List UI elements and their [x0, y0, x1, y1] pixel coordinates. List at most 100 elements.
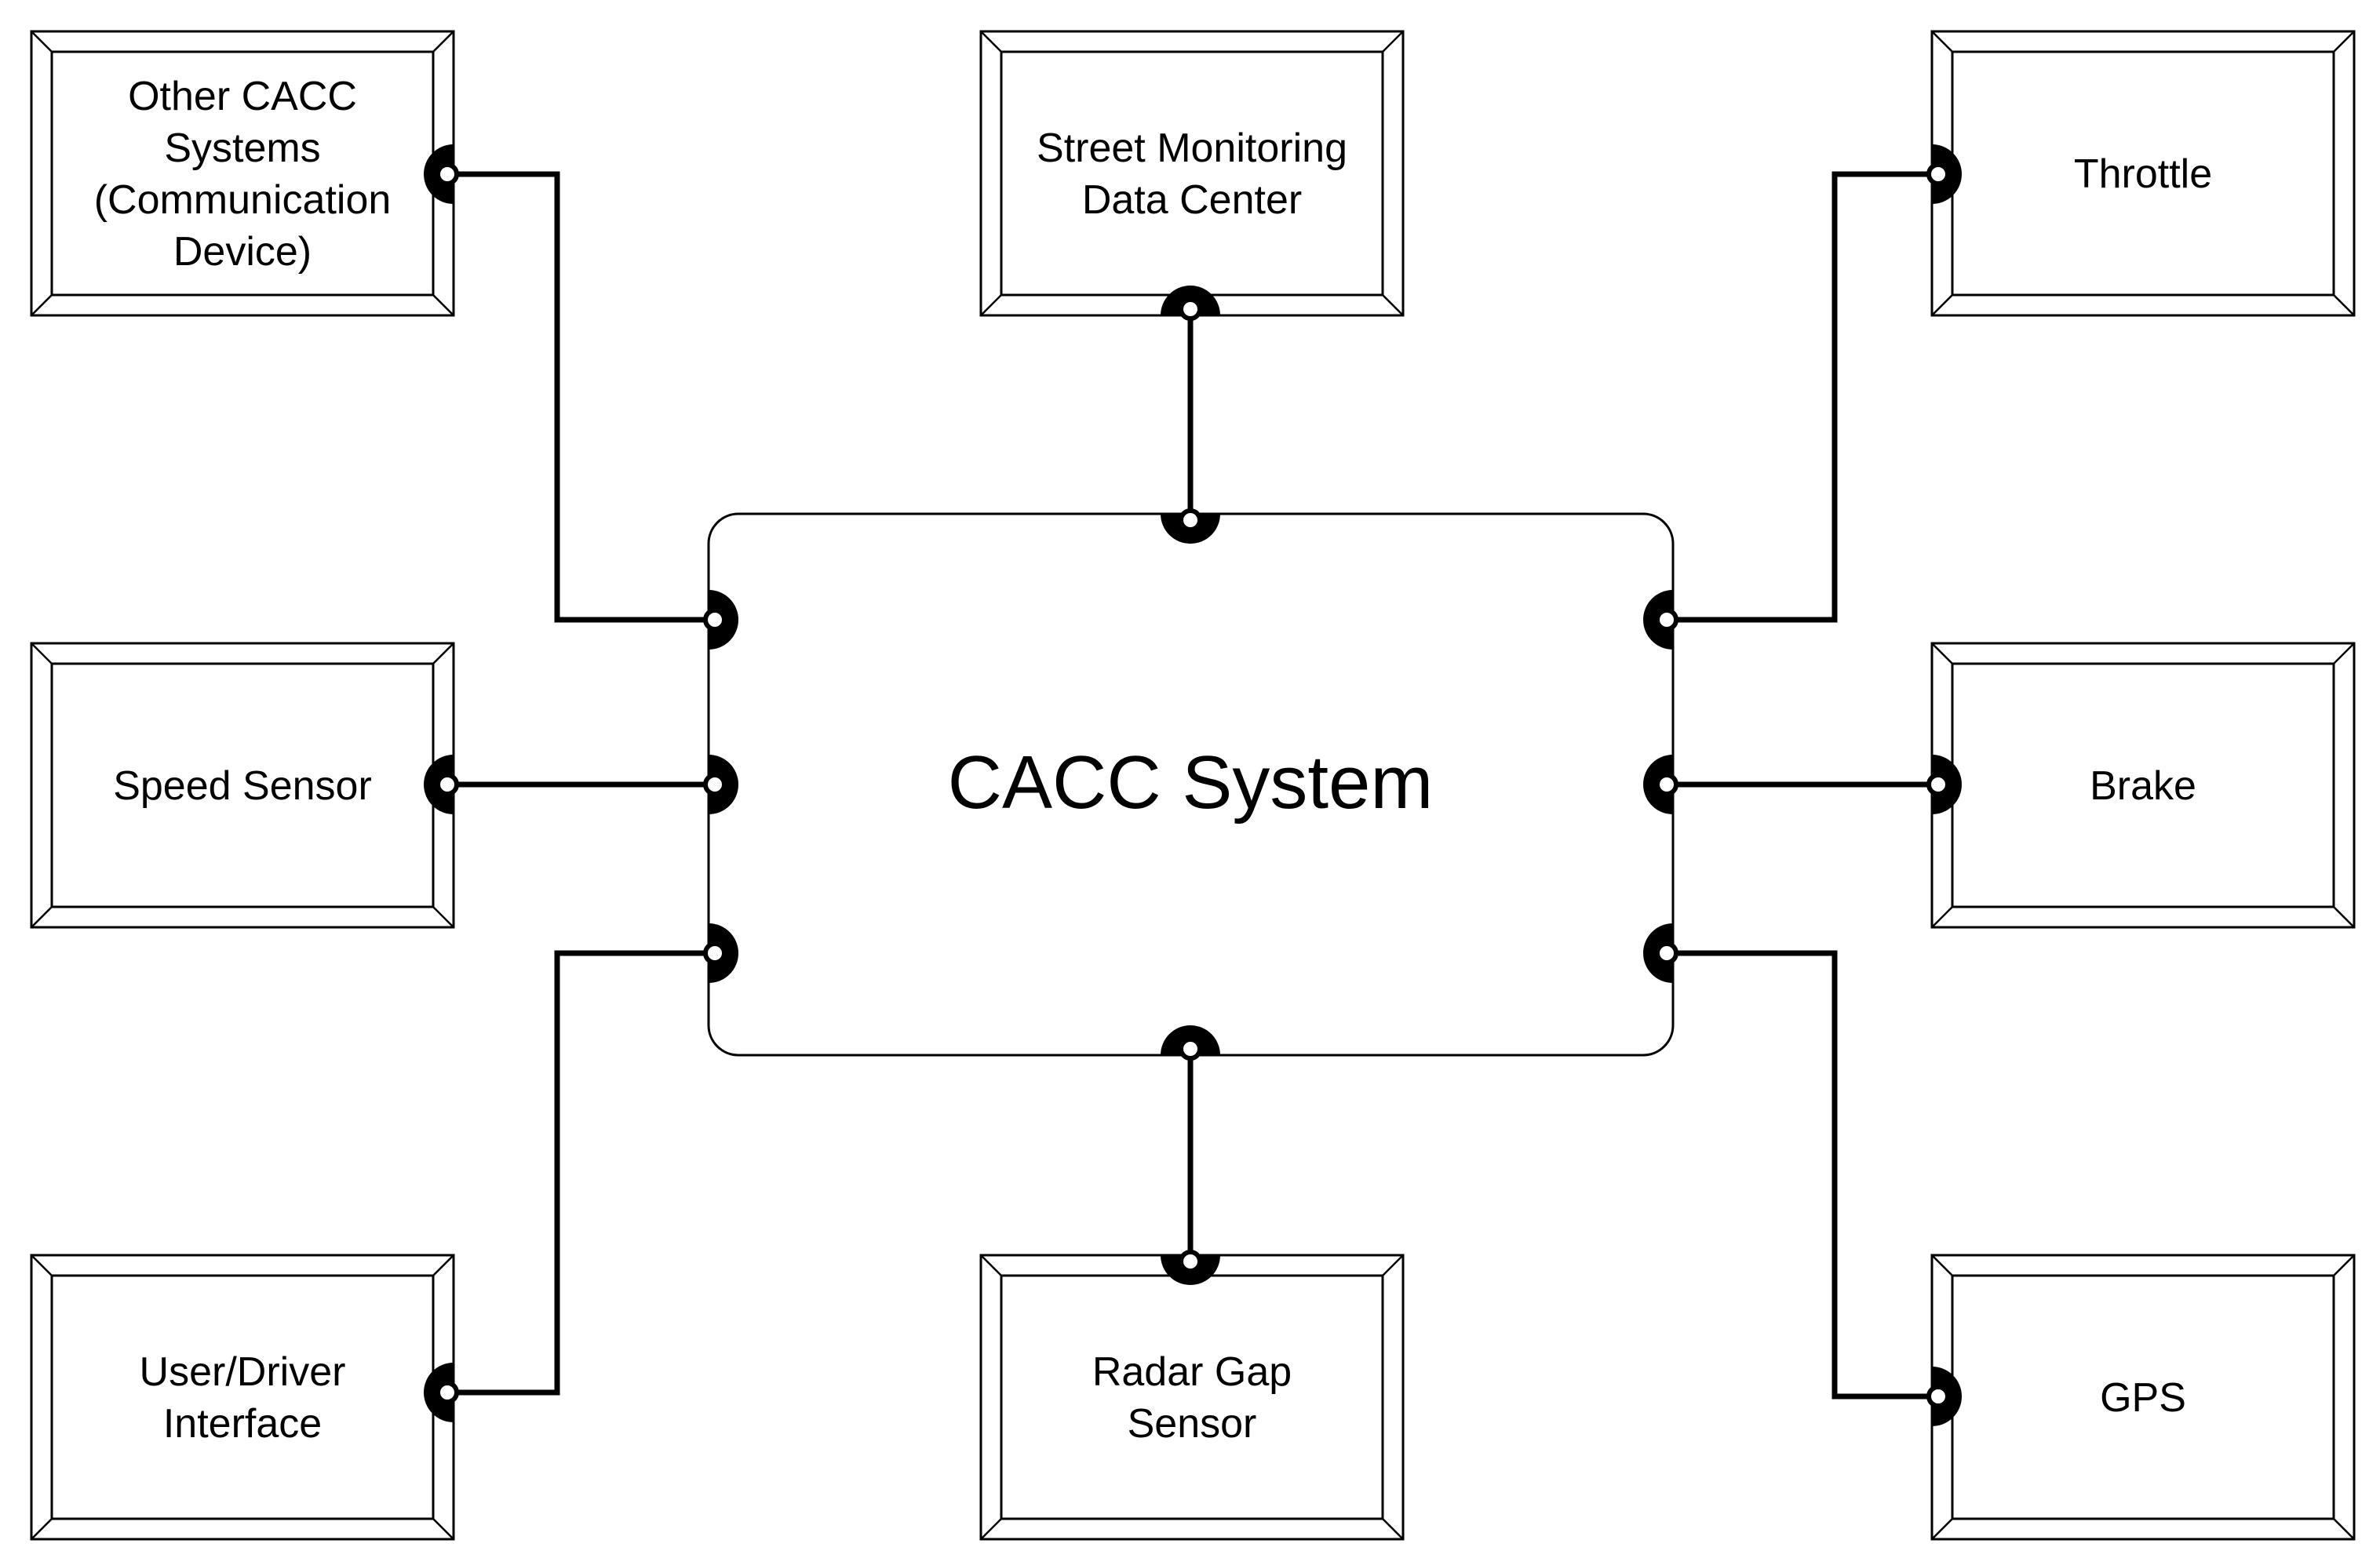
port-pin	[436, 773, 459, 796]
port-pin	[1179, 508, 1202, 532]
connector-port	[1161, 1025, 1220, 1061]
gps-box: GPS	[1930, 1254, 2356, 1541]
box-inner-frame	[1951, 1274, 2335, 1520]
box-label-line: Radar Gap	[1092, 1349, 1292, 1395]
connector-port	[703, 923, 738, 983]
box-bevel-line	[31, 31, 53, 53]
port-pin	[436, 162, 459, 186]
box-label-line: User/Driver	[140, 1349, 346, 1395]
box-bevel-line	[980, 31, 1002, 53]
box-bevel-line	[1931, 906, 1953, 928]
box-bevel-line	[1931, 1254, 1953, 1276]
connector-port	[1161, 1250, 1220, 1285]
speed-sensor-box: Speed Sensor	[30, 642, 455, 929]
box-bevel-line	[432, 1254, 454, 1276]
box-bevel-line	[2333, 1254, 2355, 1276]
port-pin	[703, 941, 727, 965]
port-pin	[1655, 941, 1678, 965]
box-label-line: Other CACC	[128, 74, 357, 119]
box-bevel-line	[2333, 642, 2355, 664]
cacc-system-block: CACC System	[707, 512, 1675, 1057]
connector-port	[1926, 1367, 1962, 1426]
box-bevel-line	[432, 31, 454, 53]
box-inner-frame	[1000, 50, 1384, 297]
port-pin	[1179, 1037, 1202, 1061]
port-pin	[1926, 1385, 1950, 1408]
connector-port	[1643, 923, 1678, 983]
connector-port	[424, 144, 459, 204]
port-pin	[1926, 773, 1950, 796]
box-bevel-line	[2333, 1518, 2355, 1540]
box-bevel-line	[432, 294, 454, 316]
cacc-system-label: CACC System	[948, 741, 1434, 825]
connector-port	[1926, 755, 1962, 814]
box-bevel-line	[1931, 31, 1953, 53]
port-pin	[1179, 297, 1202, 321]
box-bevel-line	[1382, 1254, 1404, 1276]
box-bevel-line	[31, 1518, 53, 1540]
port-pin	[1926, 162, 1950, 186]
box-bevel-line	[1382, 1518, 1404, 1540]
connection-wires	[443, 171, 1934, 1400]
box-bevel-line	[31, 906, 53, 928]
box-bevel-line	[31, 1254, 53, 1276]
connector-port	[1643, 590, 1678, 650]
connector-port	[424, 1363, 459, 1422]
port-pin	[436, 1381, 459, 1404]
connector-ports	[424, 144, 1962, 1426]
box-label-line: Systems	[164, 126, 320, 171]
wire-other-cacc	[443, 171, 714, 623]
box-bevel-line	[2333, 294, 2355, 316]
wire-throttle	[1667, 171, 1934, 623]
box-inner-frame	[1951, 50, 2335, 297]
box-bevel-line	[980, 1254, 1002, 1276]
box-bevel-line	[1931, 294, 1953, 316]
connector-port	[1161, 286, 1220, 321]
connector-port	[703, 755, 738, 814]
connector-port	[1926, 144, 1962, 204]
port-pin	[703, 773, 727, 796]
box-label-line: (Communication	[94, 177, 392, 223]
box-label-line: Street Monitoring	[1037, 126, 1347, 171]
box-label-line: Brake	[2090, 763, 2196, 809]
connector-port	[424, 755, 459, 814]
box-label-line: Data Center	[1082, 177, 1302, 223]
box-bevel-line	[980, 1518, 1002, 1540]
box-bevel-line	[432, 642, 454, 664]
wire-user-driver	[443, 950, 714, 1396]
brake-box: Brake	[1930, 642, 2356, 929]
throttle-box: Throttle	[1930, 30, 2356, 317]
connector-port	[703, 590, 738, 650]
box-label-line: Sensor	[1128, 1401, 1257, 1447]
box-bevel-line	[432, 1518, 454, 1540]
box-label-line: Throttle	[2074, 151, 2212, 197]
box-inner-frame	[1000, 1274, 1384, 1520]
box-label-line: Speed Sensor	[113, 763, 372, 809]
box-bevel-line	[1931, 642, 1953, 664]
box-label-line: Device)	[173, 229, 312, 275]
box-inner-frame	[50, 662, 435, 908]
box-label-line: GPS	[2100, 1375, 2186, 1421]
port-pin	[703, 608, 727, 632]
box-inner-frame	[1951, 662, 2335, 908]
box-bevel-line	[1382, 294, 1404, 316]
connector-port	[1643, 755, 1678, 814]
box-bevel-line	[980, 294, 1002, 316]
box-bevel-line	[31, 294, 53, 316]
port-pin	[1179, 1250, 1202, 1273]
port-pin	[1655, 773, 1678, 796]
box-bevel-line	[31, 642, 53, 664]
wire-gps	[1667, 950, 1934, 1400]
box-bevel-line	[2333, 906, 2355, 928]
port-pin	[1655, 608, 1678, 632]
box-bevel-line	[2333, 31, 2355, 53]
box-inner-frame	[50, 1274, 435, 1520]
connector-port	[1161, 508, 1220, 544]
box-label-line: Interface	[163, 1401, 322, 1447]
